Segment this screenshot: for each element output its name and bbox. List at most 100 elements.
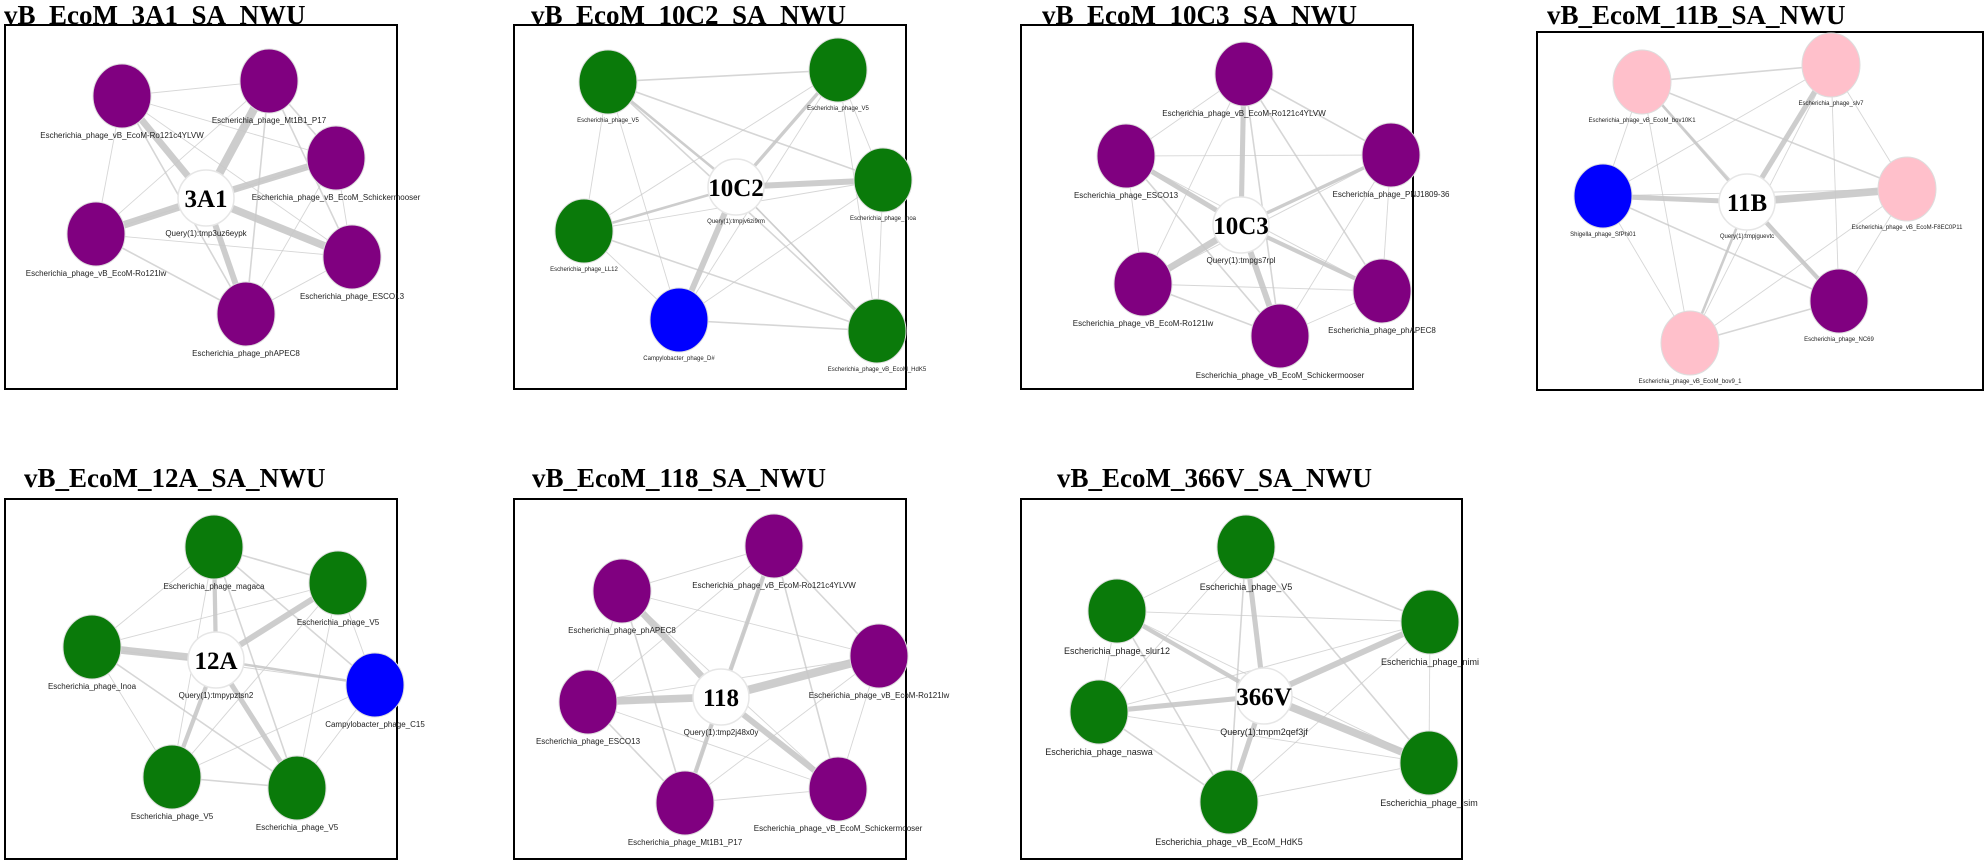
phage-node[interactable] <box>558 669 618 735</box>
edge <box>587 701 839 790</box>
phage-node[interactable] <box>239 48 299 114</box>
phage-node[interactable] <box>267 755 327 821</box>
phage-node[interactable] <box>92 63 152 129</box>
edge <box>245 80 270 315</box>
phage-label: Escherichia_phage_vB_EcoM_Schickermooser <box>252 193 421 202</box>
network-graph: Escherichia_phage_V5Escherichia_phage_ni… <box>1045 514 1479 847</box>
phage-node[interactable] <box>554 198 614 264</box>
phage-node[interactable] <box>853 147 913 213</box>
phage-node[interactable] <box>1612 49 1672 115</box>
edge <box>587 545 775 703</box>
edge <box>607 69 839 83</box>
phage-label: Escherichia_phage_NC69 <box>1804 337 1874 343</box>
phage-node[interactable] <box>1250 303 1310 369</box>
phage-node[interactable] <box>1877 156 1937 222</box>
phage-label: Escherichia_phage_ESCO13 <box>1074 191 1179 200</box>
phage-node[interactable] <box>1400 589 1460 655</box>
phage-label: Escherichia_phage_vB_EcoM_bov10K1 <box>1588 118 1696 124</box>
query-node[interactable] <box>187 631 245 689</box>
phage-label: Escherichia_phage_nimi <box>1381 657 1479 667</box>
phage-node[interactable] <box>808 37 868 103</box>
query-sublabel: Query(1):tmpm2qef3jf <box>1220 727 1308 737</box>
panel-title: vB_EcoM_12A_SA_NWU <box>24 463 326 493</box>
phage-label: Escherichia_phage_V5 <box>256 823 339 832</box>
query-node[interactable] <box>692 668 750 726</box>
phage-label: Escherichia_phage_phAPEC8 <box>192 349 300 358</box>
query-label: 10C3 <box>1213 213 1269 240</box>
edge <box>1245 546 1430 764</box>
phage-label: Escherichia_phage_vB_EcoM-Ro121lw <box>26 269 167 278</box>
phage-label: Campylobacter_phage_D# <box>643 356 715 362</box>
edge <box>1830 64 1840 302</box>
network-graph: Escherichia_phage_vB_EcoM-Ro121c4YLVWEsc… <box>1073 41 1450 380</box>
query-node[interactable] <box>707 158 765 216</box>
edge <box>171 684 376 778</box>
phage-node[interactable] <box>1809 268 1869 334</box>
edge <box>1228 762 1430 803</box>
phage-node[interactable] <box>1069 679 1129 745</box>
phage-label: Escherichia_phage_V5 <box>577 118 639 124</box>
phage-node[interactable] <box>1352 258 1412 324</box>
edge <box>1279 154 1392 337</box>
query-label: 11B <box>1727 190 1767 217</box>
phage-node[interactable] <box>649 287 709 353</box>
phage-node[interactable] <box>1660 310 1720 376</box>
phage-node[interactable] <box>66 201 126 267</box>
phage-node[interactable] <box>1214 41 1274 107</box>
phage-node[interactable] <box>1573 163 1633 229</box>
phage-node[interactable] <box>655 770 715 836</box>
phage-label: Shigella_phage_SfPhi01 <box>1570 232 1636 238</box>
phage-label: Escherichia_phage_slur12 <box>1064 646 1170 656</box>
phage-label: Escherichia_phage_Mt1B1_P17 <box>628 838 743 847</box>
phage-node[interactable] <box>1087 578 1147 644</box>
phage-node[interactable] <box>849 623 909 689</box>
network-graph: Escherichia_phage_V5Escherichia_phage_V5… <box>550 37 927 373</box>
query-label: 3A1 <box>184 186 227 213</box>
phage-node[interactable] <box>184 514 244 580</box>
phage-node[interactable] <box>308 550 368 616</box>
phage-label: Campylobacter_phage_C15 <box>325 720 425 729</box>
phage-label: Escherichia_phage_V5 <box>297 618 380 627</box>
query-node[interactable] <box>1235 667 1293 725</box>
phage-node[interactable] <box>306 125 366 191</box>
phage-node[interactable] <box>744 513 804 579</box>
edge <box>296 582 339 789</box>
query-label: 12A <box>194 648 237 675</box>
phage-label: Escherichia_phage_PNJ1809-36 <box>1333 190 1451 199</box>
phage-node[interactable] <box>1113 251 1173 317</box>
phage-node[interactable] <box>1199 769 1259 835</box>
phage-node[interactable] <box>1361 122 1421 188</box>
phage-node[interactable] <box>1216 514 1276 580</box>
panel-title: vB_EcoM_118_SA_NWU <box>532 463 827 493</box>
edge <box>1098 711 1430 764</box>
phage-node[interactable] <box>847 298 907 364</box>
network-graph: Escherichia_phage_vB_EcoM_bov10K1Escheri… <box>1570 32 1963 385</box>
phage-label: Escherichia_phage_LL12 <box>550 267 618 273</box>
phage-node[interactable] <box>1399 730 1459 796</box>
query-node[interactable] <box>177 169 235 227</box>
phage-node[interactable] <box>216 281 276 347</box>
phage-node[interactable] <box>322 224 382 290</box>
phage-node[interactable] <box>142 744 202 810</box>
phage-node[interactable] <box>1801 32 1861 98</box>
phage-node[interactable] <box>1096 123 1156 189</box>
phage-node[interactable] <box>808 756 868 822</box>
edge <box>1602 195 1840 302</box>
phage-label: Escherichia_phage_ESCO13 <box>536 737 641 746</box>
phage-node[interactable] <box>592 558 652 624</box>
query-node[interactable] <box>1212 196 1270 254</box>
phage-label: Escherichia_phage_Mt1B1_P17 <box>212 116 327 125</box>
phage-label: Escherichia_phage_phAPEC8 <box>1328 326 1436 335</box>
phage-node[interactable] <box>62 614 122 680</box>
query-node[interactable] <box>1718 173 1776 231</box>
phage-node[interactable] <box>578 49 638 115</box>
edge <box>678 179 884 321</box>
edge <box>95 80 270 235</box>
phage-label: Escherichia_phage_Inoa <box>48 682 137 691</box>
edge <box>1098 546 1247 713</box>
phage-node[interactable] <box>345 652 405 718</box>
